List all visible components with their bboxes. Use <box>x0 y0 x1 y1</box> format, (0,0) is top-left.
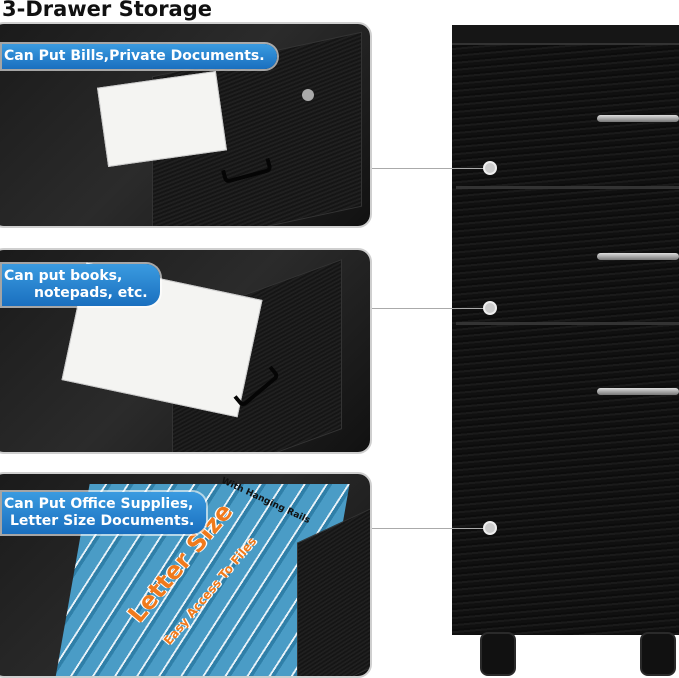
connector-line <box>372 528 490 529</box>
drawer-pull <box>597 388 679 395</box>
drawer-divider <box>456 322 679 325</box>
panel-top-drawer: Can Put Bills,Private Documents. <box>0 22 372 228</box>
marker-dot <box>483 161 497 175</box>
callout-line: Can put books, <box>4 268 123 284</box>
panel-bottom-drawer: With Hanging Rails Letter Size Easy Acce… <box>0 472 372 678</box>
connector-line <box>372 168 490 169</box>
panel-middle-drawer: Can put books, notepads, etc. <box>0 248 372 454</box>
caster-wheel <box>480 632 516 676</box>
callout: Can put books, notepads, etc. <box>2 264 160 306</box>
drawer-pull <box>597 253 679 260</box>
drawer-pull <box>597 115 679 122</box>
callout-line: Letter Size Documents. <box>10 513 195 529</box>
marker-dot <box>483 521 497 535</box>
caster-wheel <box>640 632 676 676</box>
callout: Can Put Office Supplies, Letter Size Doc… <box>2 492 207 534</box>
page-title: 3-Drawer Storage <box>2 0 212 21</box>
notepad <box>97 71 227 167</box>
marker-dot <box>483 301 497 315</box>
callout-text: Can Put Bills,Private Documents. <box>4 48 265 64</box>
cabinet-top <box>452 25 679 45</box>
callout-line: Can Put Office Supplies, <box>4 496 194 512</box>
lock-icon <box>302 89 314 101</box>
drawer-divider <box>456 186 679 189</box>
connector-line <box>372 308 490 309</box>
callout-line: notepads, etc. <box>34 285 148 301</box>
callout: Can Put Bills,Private Documents. <box>2 44 277 69</box>
